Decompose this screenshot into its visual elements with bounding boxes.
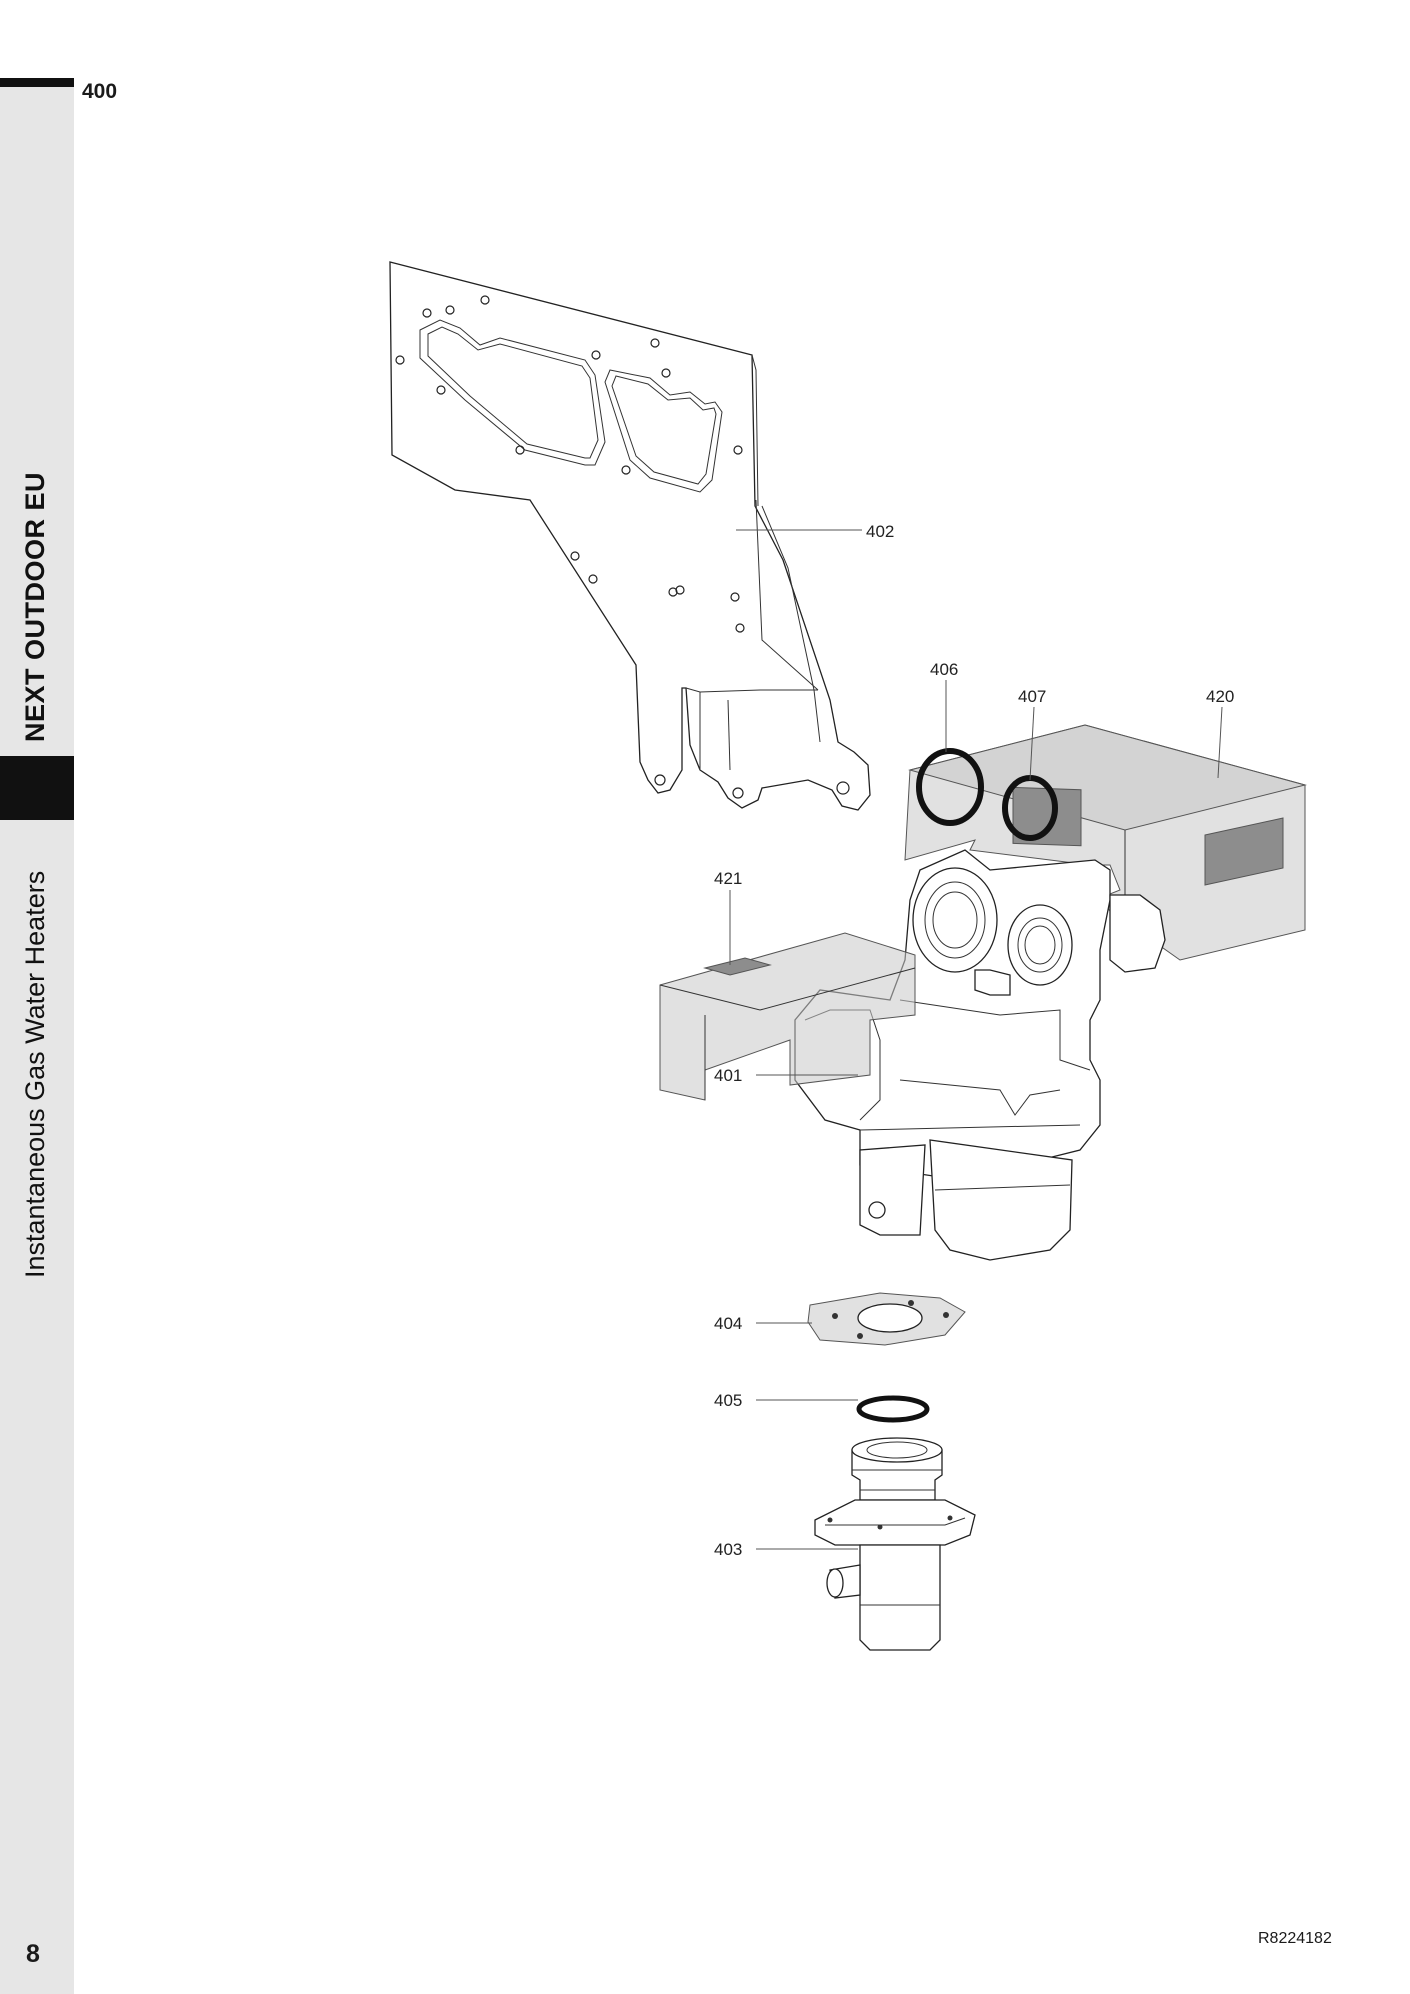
callout-404: 404 [714,1314,742,1333]
callout-405: 405 [714,1391,742,1410]
callout-402: 402 [866,522,894,541]
page-number: 8 [26,1940,40,1968]
product-block [0,756,74,820]
part-420-cover-box [904,724,1307,961]
part-406-o-ring [916,748,984,826]
callout-407: 407 [1018,687,1046,706]
callout-labels: 402 406 407 420 421 401 404 405 403 [714,522,1234,1559]
callout-401: 401 [714,1066,742,1085]
part-401-water-valve [794,849,1166,1261]
sidebar-strip [0,78,74,1994]
top-rule [0,78,74,87]
part-402-bracket [389,261,871,811]
callout-403: 403 [714,1540,742,1559]
callout-406: 406 [930,660,958,679]
part-421-shield [659,932,916,1101]
callout-421: 421 [714,869,742,888]
section-number: 400 [82,80,118,103]
part-404-flange-gasket [807,1292,966,1346]
document-code: R8224182 [1258,1930,1332,1947]
part-403-inlet-fitting [814,1437,976,1651]
part-405-o-ring [856,1395,930,1423]
callout-420: 420 [1206,687,1234,706]
leader-lines [729,529,1223,1550]
